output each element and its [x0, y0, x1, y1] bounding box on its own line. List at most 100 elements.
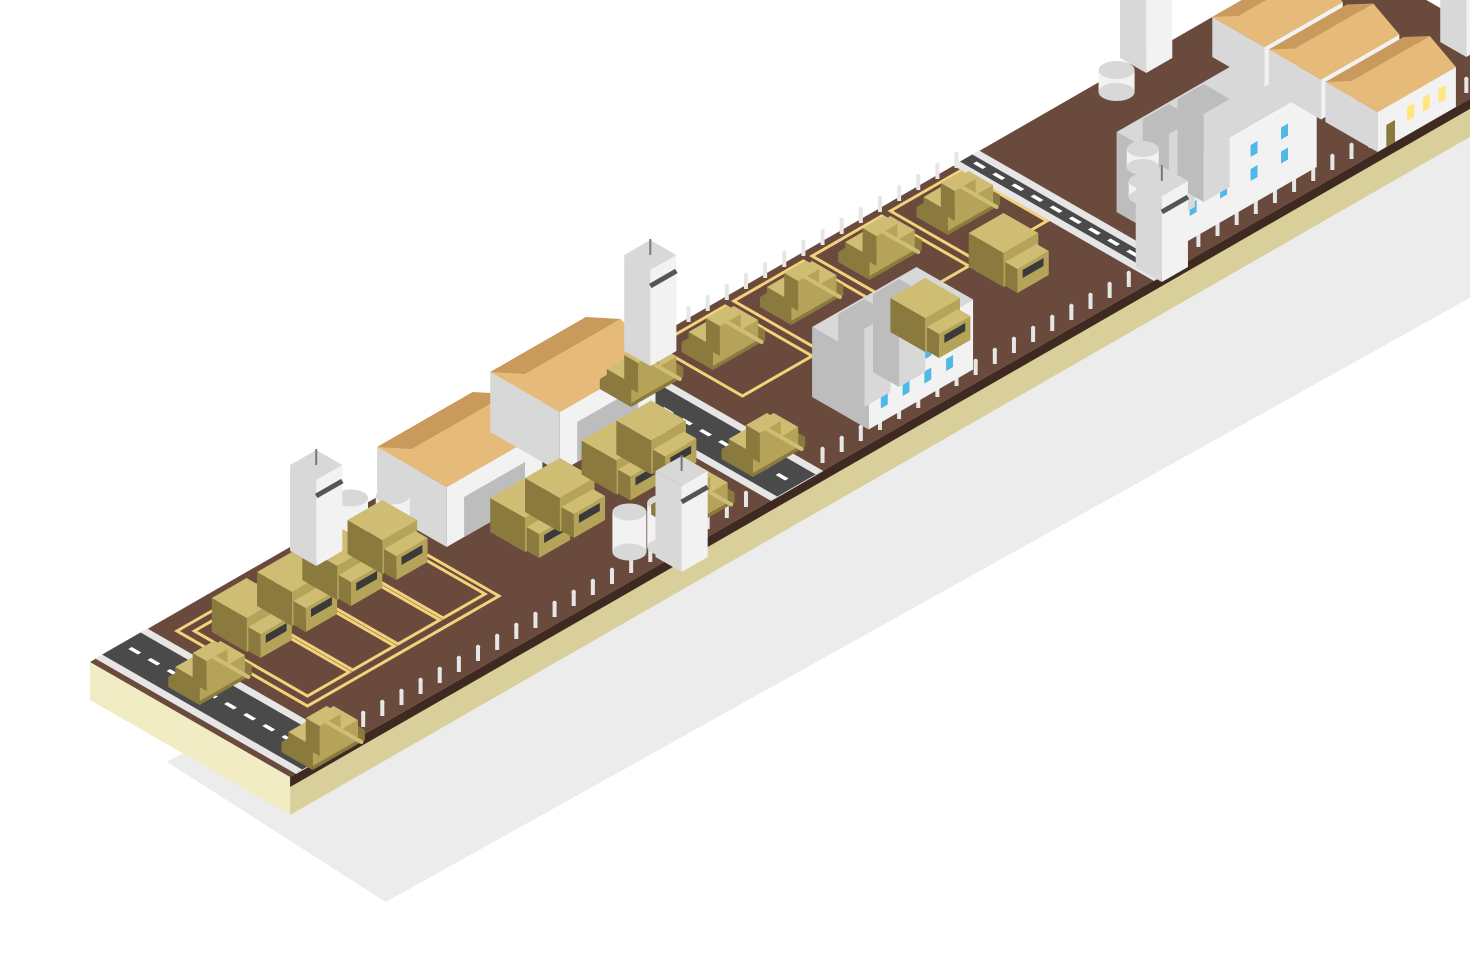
fence-post-cap — [1464, 76, 1469, 82]
truck-cab-roof — [384, 531, 428, 556]
fence-post — [724, 504, 729, 518]
watchtowers — [290, 0, 1470, 572]
fence-post — [1196, 233, 1201, 247]
fence-post — [1126, 273, 1131, 287]
fence-post — [1349, 145, 1354, 159]
tank-turret — [940, 171, 976, 221]
tank-turret-front — [954, 179, 976, 221]
hangar-roof-front — [525, 319, 656, 412]
truck-windshield — [265, 623, 287, 643]
tank-turret-side — [940, 183, 955, 221]
tower-window — [680, 484, 709, 505]
fence-post — [648, 548, 653, 562]
fence-post-cap — [762, 261, 768, 267]
barracks-3-front — [1377, 67, 1456, 152]
fence-post-cap — [839, 435, 844, 441]
fence-post — [1031, 328, 1036, 342]
truck-cab-side — [293, 601, 306, 632]
tank-hull-side — [606, 369, 632, 403]
storage-tank-icon — [334, 489, 368, 507]
tank-turret-roof — [305, 706, 341, 726]
tank-turret-roof — [192, 641, 228, 661]
road-west-lane-mark — [262, 724, 276, 732]
fence-post — [1215, 222, 1220, 236]
tank-turret-front — [206, 649, 228, 691]
fence-post — [361, 713, 366, 727]
fence-post — [801, 242, 806, 256]
road-divider-lane-mark — [1107, 238, 1121, 246]
truck-cargo-side — [257, 572, 292, 626]
tower-cabin-side — [290, 465, 317, 566]
tank-icon — [681, 306, 766, 370]
fence-post-cap — [858, 206, 864, 212]
watchtower-icon — [290, 449, 344, 566]
truck-cargo-roof — [257, 552, 327, 592]
truck-windshield — [578, 503, 600, 523]
rooftop-unit-side — [838, 314, 865, 407]
fence-post — [877, 416, 882, 430]
fence-post — [1253, 200, 1258, 214]
storage-tank — [1126, 141, 1159, 175]
tank-turret-side — [862, 228, 877, 266]
truck-cargo-roof — [525, 458, 595, 498]
truck-cargo-roof — [347, 500, 418, 540]
barracks-roof-front — [1238, 0, 1343, 47]
fence-post — [1234, 211, 1239, 225]
fence-post — [1050, 317, 1055, 331]
fence-post-cap — [743, 272, 749, 278]
window-icon — [946, 355, 954, 371]
fence-post — [571, 592, 576, 606]
fence-post-cap — [820, 446, 825, 452]
barracks-roof-front — [1351, 36, 1456, 112]
tank-icon — [721, 413, 806, 477]
tank-barrel — [799, 273, 842, 299]
tank-turret — [862, 216, 898, 266]
truck-windshield — [310, 597, 332, 617]
tank-icon — [916, 171, 1001, 235]
window-icon — [1250, 141, 1258, 157]
hangar-roof-back — [490, 317, 621, 374]
window-icon — [1422, 94, 1430, 112]
tank-turret-side — [745, 425, 760, 463]
truck-icon — [347, 500, 428, 580]
fence-post-cap — [418, 677, 423, 683]
fence-post — [1107, 284, 1112, 298]
fence-post — [935, 383, 940, 397]
fence-post — [437, 669, 442, 683]
fence-post — [839, 220, 844, 234]
tank-icon — [838, 216, 922, 280]
tank-turret — [784, 261, 820, 311]
tank-barrel — [956, 183, 999, 209]
road-divider-lane-mark — [1068, 216, 1082, 224]
fence-post-cap — [590, 578, 596, 584]
fence-post-cap — [820, 228, 825, 234]
fence-post-cap — [571, 589, 576, 595]
tower-cabin — [1440, 0, 1470, 57]
fence-post-cap — [552, 600, 557, 606]
fence-post — [610, 570, 614, 584]
fence-post — [858, 209, 863, 223]
fence-post-cap — [724, 283, 730, 289]
truck-cargo-side — [347, 520, 383, 574]
truck-cab-side — [526, 527, 539, 558]
fence-post-cap — [782, 250, 787, 256]
tank-turret-front — [719, 314, 741, 356]
fence-post-cap — [399, 688, 404, 694]
truck-icon — [257, 552, 338, 632]
barracks-1-side — [1212, 17, 1265, 87]
fence-post-cap — [1107, 281, 1112, 287]
road-divider-lane-mark — [1087, 227, 1101, 235]
fence-post — [954, 372, 959, 386]
fence-post — [724, 286, 729, 300]
fence-post — [743, 275, 748, 289]
fence-post-cap — [360, 710, 366, 716]
tank-hull-side — [728, 439, 753, 473]
rooftop-unit-roof — [1177, 84, 1230, 114]
road-middle-lane-mark — [699, 429, 713, 437]
fence-post — [1088, 295, 1093, 309]
fence-post-cap — [1050, 314, 1055, 320]
tower-cabin-side — [624, 255, 651, 366]
fence-post — [935, 165, 940, 179]
truck-cargo-roof — [616, 400, 686, 441]
storage-tank-base — [1126, 159, 1159, 175]
